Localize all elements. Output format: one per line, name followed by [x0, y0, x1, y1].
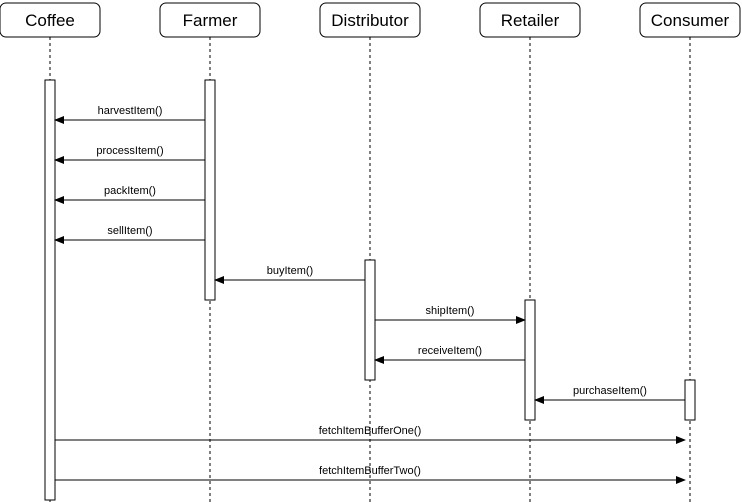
message-label: sellItem(): [107, 225, 152, 237]
message: purchaseItem(): [534, 385, 685, 404]
message-label: processItem(): [96, 145, 163, 157]
message-label: harvestItem(): [98, 105, 163, 117]
activation-bar-consumer: [684, 379, 696, 421]
actor-box-retailer: [479, 2, 581, 38]
actor-box-distributor: [319, 2, 421, 38]
message: receiveItem(): [374, 345, 525, 364]
message: buyItem(): [214, 265, 365, 284]
message-label: packItem(): [104, 185, 156, 197]
actor-label-consumer: Consumer: [651, 11, 730, 30]
message-label: fetchItemBufferOne(): [319, 425, 422, 437]
actor-farmer: Farmer: [159, 2, 261, 38]
message: fetchItemBufferTwo(): [55, 465, 686, 484]
actor-label-distributor: Distributor: [331, 11, 409, 30]
message: shipItem(): [375, 305, 526, 324]
activation-bar-distributor: [364, 259, 376, 381]
actor-consumer: Consumer: [639, 2, 741, 38]
message-label: shipItem(): [426, 305, 475, 317]
actor-retailer: Retailer: [479, 2, 581, 38]
message-label: receiveItem(): [418, 345, 482, 357]
message: sellItem(): [54, 225, 205, 244]
actor-box-farmer: [159, 2, 261, 38]
actor-label-farmer: Farmer: [183, 11, 238, 30]
message-label: fetchItemBufferTwo(): [319, 465, 421, 477]
message-label: purchaseItem(): [573, 385, 647, 397]
message: processItem(): [54, 145, 205, 164]
activation-bar-farmer: [204, 79, 216, 301]
actor-label-coffee: Coffee: [25, 11, 75, 30]
actor-coffee: Coffee: [0, 2, 101, 38]
actor-label-retailer: Retailer: [501, 11, 560, 30]
message: harvestItem(): [54, 105, 205, 124]
actor-distributor: Distributor: [319, 2, 421, 38]
actor-box-coffee: [0, 2, 101, 38]
message: fetchItemBufferOne(): [55, 425, 686, 444]
actor-box-consumer: [639, 2, 741, 38]
activation-bar-retailer: [524, 299, 536, 421]
message: packItem(): [54, 185, 205, 204]
activation-bar-coffee: [44, 79, 56, 501]
message-label: buyItem(): [267, 265, 313, 277]
